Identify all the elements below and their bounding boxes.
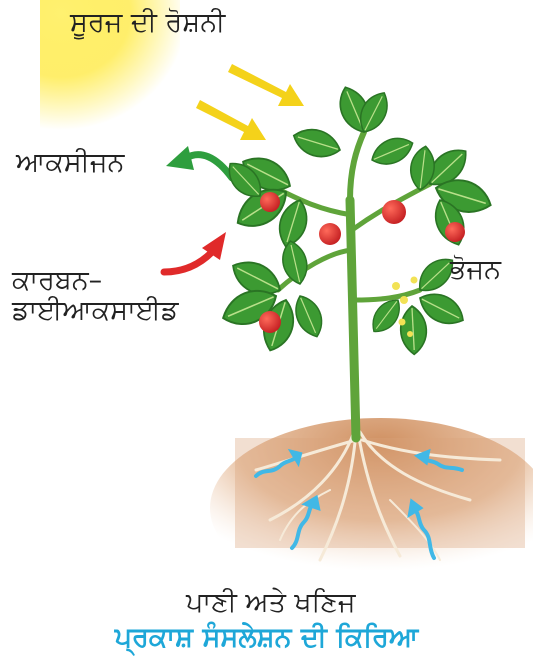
carbon-dioxide-label-line1: ਕਾਰਬਨ– [12, 266, 178, 296]
sunlight-arrows [196, 64, 304, 140]
food-label: ਭੋਜਨ [450, 255, 501, 285]
carbon-dioxide-label-line2: ਡਾਈਆਕਸਾਈਡ [12, 296, 178, 326]
water-minerals-label: ਪਾਣੀ ਅਤੇ ਖਣਿਜ [186, 588, 356, 618]
carbon-dioxide-label: ਕਾਰਬਨ– ਡਾਈਆਕਸਾਈਡ [12, 266, 178, 325]
oxygen-label: ਆਕਸੀਜਨ [16, 148, 124, 178]
oxygen-arrow [166, 146, 232, 178]
plant-stem [278, 132, 430, 438]
sunlight-label: ਸੂਰਜ ਦੀ ਰੋਸ਼ਨੀ [70, 8, 225, 38]
diagram-caption: ਪ੍ਰਕਾਸ਼ ਸੰਸਲੇਸ਼ਨ ਦੀ ਕਿਰਿਆ [0, 622, 533, 654]
